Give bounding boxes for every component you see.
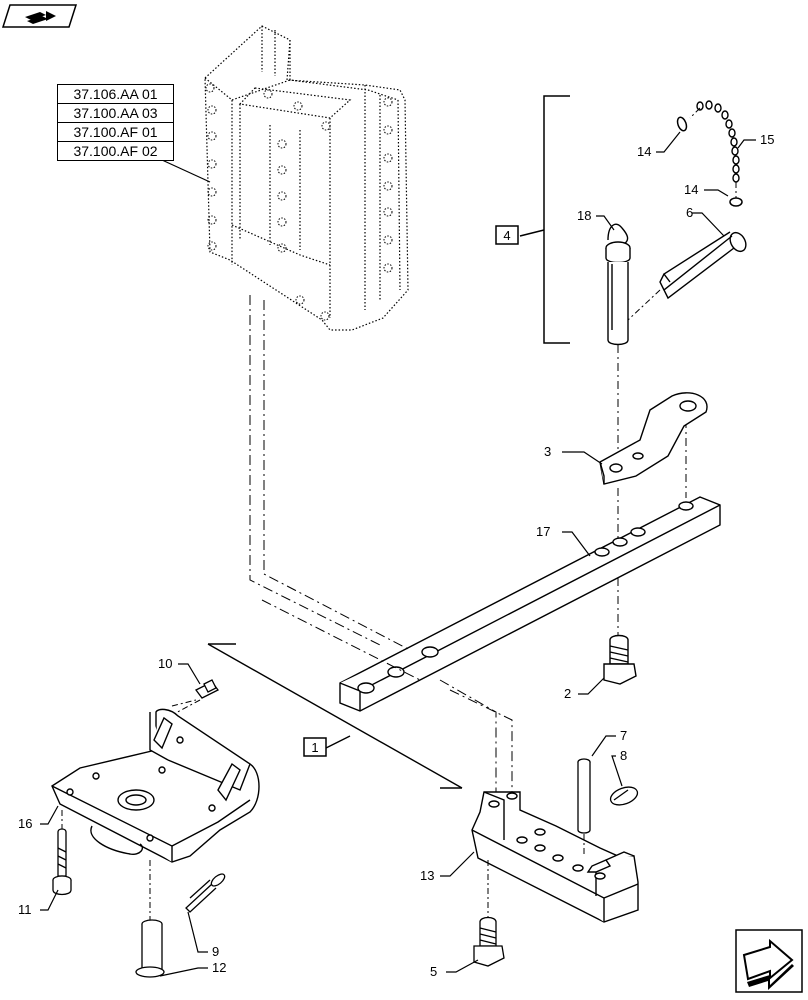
reference-link-1[interactable]: 37.106.AA 01 [57, 84, 174, 104]
drawbar-17 [339, 496, 721, 712]
reference-link-3[interactable]: 37.100.AF 01 [57, 122, 174, 142]
chain-15 [696, 100, 740, 183]
assembly-label-1: 1 [311, 740, 318, 755]
bolt-11 [52, 828, 72, 896]
callout-numbers: 14 15 14 6 18 3 17 2 10 16 11 9 12 13 5 … [18, 132, 774, 979]
callout-2: 2 [564, 686, 571, 701]
callout-14-lower: 14 [684, 182, 698, 197]
callout-18: 18 [577, 208, 591, 223]
pin-7 [577, 758, 591, 834]
callout-10: 10 [158, 656, 172, 671]
bolt-10 [195, 679, 219, 699]
callout-7: 7 [620, 728, 627, 743]
callout-13: 13 [420, 868, 434, 883]
reference-link-2[interactable]: 37.100.AA 03 [57, 103, 174, 123]
ring-14-lower [729, 197, 743, 207]
reference-leader [161, 159, 211, 183]
chain-centerline [689, 107, 701, 119]
connection-lines [249, 295, 513, 800]
centerlines-right [617, 345, 687, 636]
callout-14-upper: 14 [637, 144, 651, 159]
callout-15: 15 [760, 132, 774, 147]
callout-17: 17 [536, 524, 550, 539]
next-page-arrow-icon[interactable] [735, 929, 803, 993]
callout-leaders [40, 131, 756, 977]
callout-12: 12 [212, 960, 226, 975]
link-3 [599, 392, 708, 485]
spring-clip-6 [659, 231, 747, 300]
ring-14-upper [676, 116, 688, 132]
assembly-label-4: 4 [503, 228, 510, 243]
callout-16: 16 [18, 816, 32, 831]
callout-5: 5 [430, 964, 437, 979]
clevis-13 [471, 791, 639, 923]
lock-ring-8 [609, 786, 639, 806]
spring-pin-9 [185, 873, 226, 913]
callout-9: 9 [212, 944, 219, 959]
assembly-box-1[interactable] [303, 737, 327, 757]
hitch-frame [204, 25, 409, 331]
pin-12 [135, 919, 165, 978]
bolt-5 [473, 916, 505, 967]
bolt-2 [603, 634, 637, 685]
callout-6: 6 [686, 205, 693, 220]
assembly-bracket-1 [207, 643, 463, 789]
pin-18 [605, 223, 631, 346]
book-arrow-icon[interactable] [1, 4, 78, 28]
plate-centerline [171, 699, 197, 707]
assembly-box-4[interactable] [495, 225, 519, 245]
callout-8: 8 [620, 748, 627, 763]
callout-3: 3 [544, 444, 551, 459]
hitch-frame-holes [205, 83, 393, 321]
swivel-plate-16 [51, 708, 260, 863]
assembly-bracket-4 [519, 95, 570, 344]
callout-11: 11 [18, 902, 32, 917]
clip-centerline [627, 289, 661, 321]
reference-link-4[interactable]: 37.100.AF 02 [57, 141, 174, 161]
